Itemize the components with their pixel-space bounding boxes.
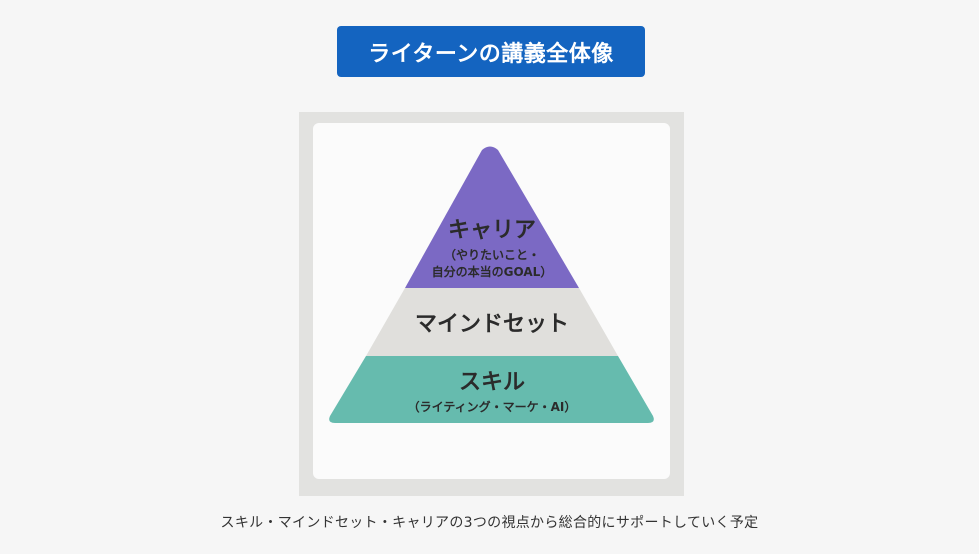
career-sublabel-2: 自分の本当のGOAL） [432,264,553,279]
career-label: キャリア [448,218,536,243]
page-title: ライターンの講義全体像 [337,26,645,77]
diagram-frame: キャリア （やりたいこと・ 自分の本当のGOAL） マインドセット スキル （ラ… [299,112,684,496]
caption-text: スキル・マインドセット・キャリアの3つの視点から総合的にサポートしていく予定 [220,515,759,531]
diagram-card: キャリア （やりたいこと・ 自分の本当のGOAL） マインドセット スキル （ラ… [313,123,670,479]
pyramid-tier-mindset [366,288,618,356]
career-sublabel-1: （やりたいこと・ [444,247,540,262]
pyramid-diagram: キャリア （やりたいこと・ 自分の本当のGOAL） マインドセット スキル （ラ… [329,146,654,423]
pyramid-tier-career [405,146,579,288]
skill-label: スキル [459,370,525,395]
mindset-label: マインドセット [415,312,569,337]
pyramid-tier-skill [329,356,654,423]
skill-sublabel: （ライティング・マーケ・AI） [408,399,577,414]
